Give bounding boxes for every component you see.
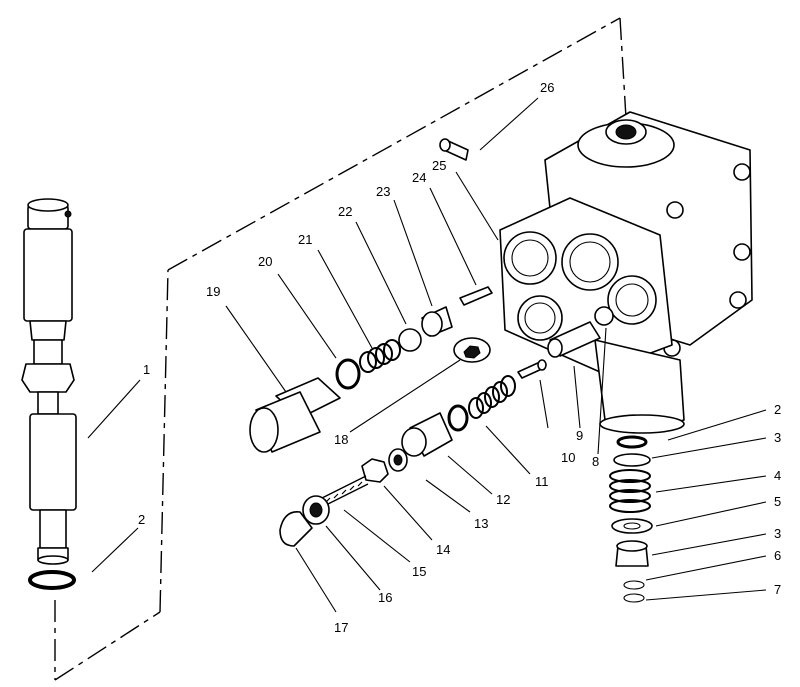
spring-part-11 xyxy=(468,375,516,419)
callout-19: 19 xyxy=(206,284,220,299)
callout-22: 22 xyxy=(338,204,352,219)
callout-16: 16 xyxy=(378,590,392,605)
callout-2-right: 2 xyxy=(774,402,781,417)
upper-chain-parts xyxy=(249,138,601,453)
lower-chain-parts xyxy=(279,375,516,547)
callout-4: 4 xyxy=(774,468,781,483)
callout-14: 14 xyxy=(436,542,450,557)
callout-24: 24 xyxy=(412,170,426,185)
callout-11: 11 xyxy=(535,474,549,489)
callout-1: 1 xyxy=(143,362,150,377)
callout-10: 10 xyxy=(561,450,575,465)
callout-20: 20 xyxy=(258,254,272,269)
callout-25: 25 xyxy=(432,158,446,173)
o-ring-part-2-left xyxy=(28,570,76,590)
callout-21: 21 xyxy=(298,232,312,247)
valve-body xyxy=(499,111,753,434)
spool-part-1 xyxy=(21,198,77,565)
callout-3-bottom: 3 xyxy=(774,526,781,541)
callout-9: 9 xyxy=(576,428,583,443)
callout-6: 6 xyxy=(774,548,781,563)
callout-18: 18 xyxy=(334,432,348,447)
callout-13: 13 xyxy=(474,516,488,531)
callout-26: 26 xyxy=(540,80,554,95)
callout-23: 23 xyxy=(376,184,390,199)
phantom-lines xyxy=(54,17,627,681)
callout-17: 17 xyxy=(334,620,348,635)
callout-12: 12 xyxy=(496,492,510,507)
leader-lines xyxy=(87,97,767,613)
callout-3-top: 3 xyxy=(774,430,781,445)
spring-part-4 xyxy=(609,469,651,513)
callout-2-left: 2 xyxy=(138,512,145,527)
callout-15: 15 xyxy=(412,564,426,579)
callout-8: 8 xyxy=(592,454,599,469)
right-stack-parts xyxy=(609,435,653,603)
callout-7: 7 xyxy=(774,582,781,597)
callout-labels: 1 2 2 3 4 5 3 6 7 8 9 10 11 12 13 14 15 … xyxy=(138,80,781,635)
callout-5: 5 xyxy=(774,494,781,509)
spring-part-21 xyxy=(359,339,401,373)
